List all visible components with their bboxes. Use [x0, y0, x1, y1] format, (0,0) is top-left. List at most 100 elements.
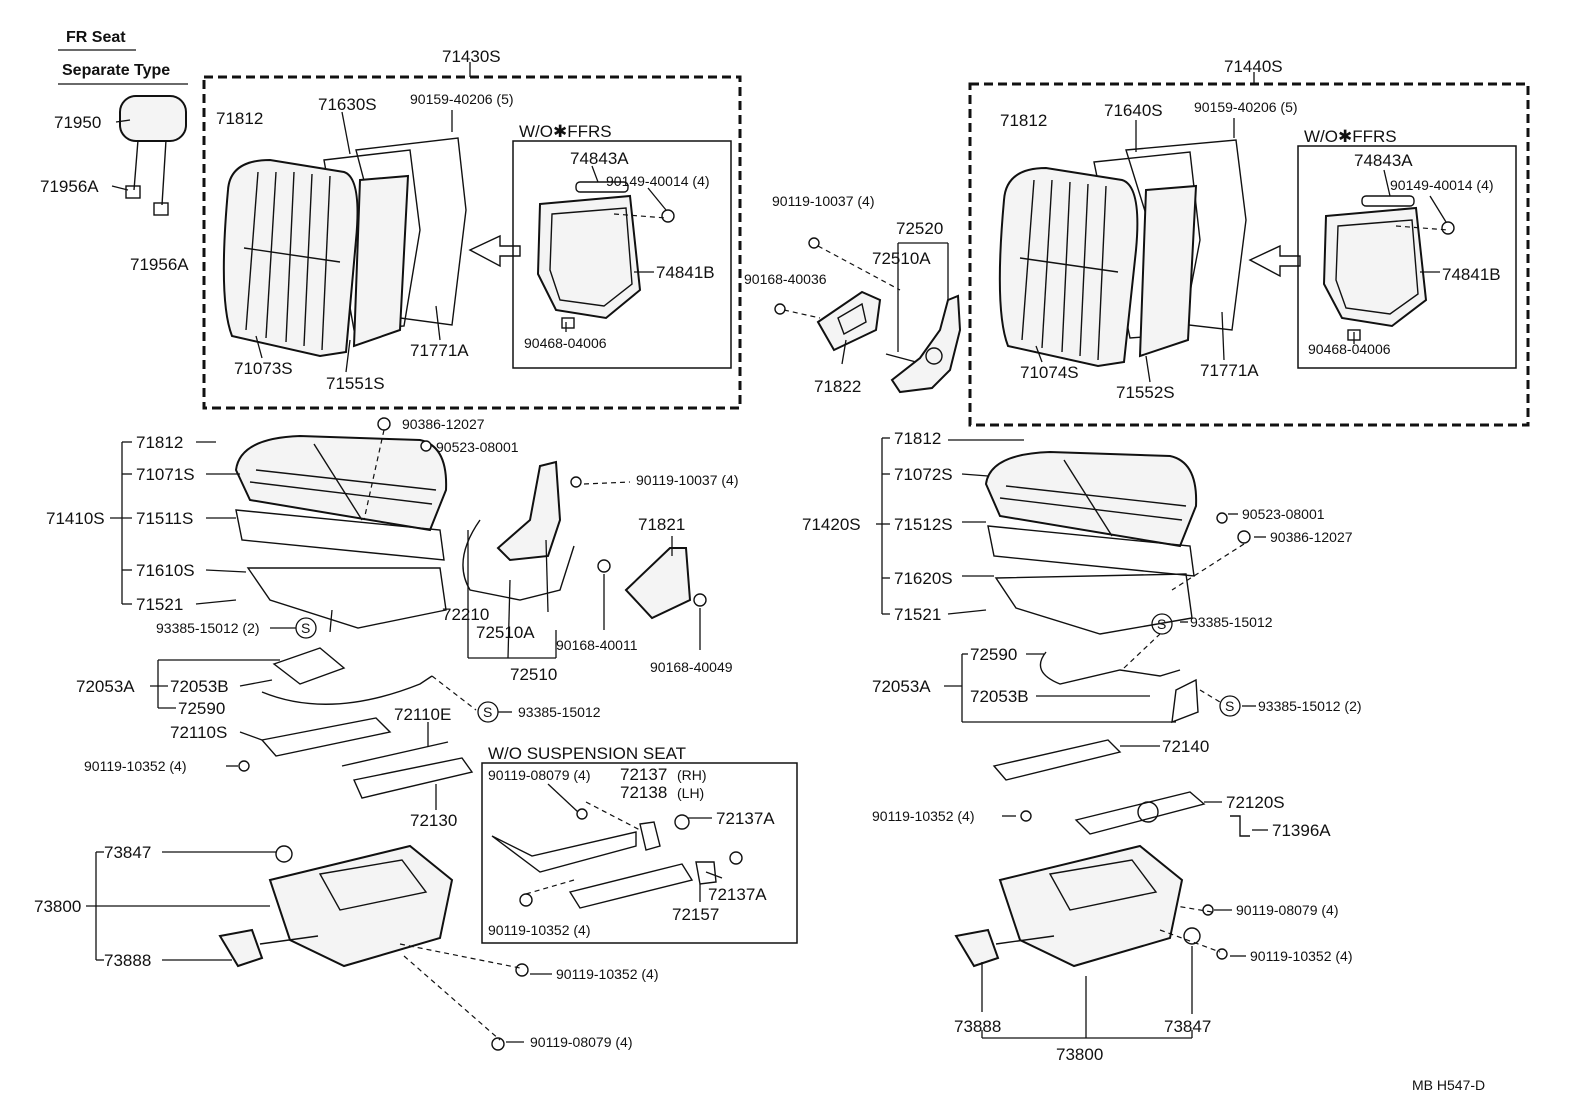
part-label: 72053A	[76, 677, 135, 696]
header-subtitle: Separate Type	[62, 62, 170, 79]
ffrs-frame-left-drawing	[536, 181, 675, 329]
part-label: 72120S	[1226, 793, 1285, 812]
seat-adjuster-right-drawing	[954, 844, 1228, 968]
part-label: 90159-40206 (5)	[410, 91, 514, 107]
part-label: 72140	[1162, 737, 1209, 756]
part-label: (LH)	[677, 785, 704, 801]
part-label: 74841B	[1442, 265, 1501, 284]
part-label: 72137	[620, 765, 667, 784]
part-label: 71521	[136, 595, 183, 614]
seat-adjuster-left-drawing	[218, 844, 529, 1051]
part-label: 71071S	[136, 465, 195, 484]
seatback-right-drawing	[998, 139, 1301, 368]
part-label: 73847	[104, 843, 151, 862]
part-label: 90119-10352 (4)	[872, 808, 974, 824]
part-label: 72130	[410, 811, 457, 830]
part-label: 72590	[178, 699, 225, 718]
part-label: 71812	[216, 109, 263, 128]
part-label: 72157	[672, 905, 719, 924]
part-label: 74843A	[570, 149, 629, 168]
part-label: 71821	[638, 515, 685, 534]
part-label: 71410S	[46, 509, 105, 528]
part-label: 71551S	[326, 374, 385, 393]
recliner-upper-drawing	[774, 237, 962, 394]
s-marker-2: S	[483, 704, 492, 720]
seat-track-left-drawing	[238, 647, 474, 799]
part-label: 90159-40206 (5)	[1194, 99, 1298, 115]
wo-ffrs-box-left	[512, 140, 732, 369]
s-marker-3: S	[1157, 616, 1166, 632]
wo-suspension-label: W/O SUSPENSION SEAT	[488, 744, 686, 763]
part-label: 72590	[970, 645, 1017, 664]
part-label: 90119-10037 (4)	[636, 472, 738, 488]
ffrs-frame-right-drawing	[1322, 195, 1455, 341]
part-label: 72110S	[170, 723, 227, 742]
part-label: 72510	[510, 665, 557, 684]
wo-ffrs-box-right	[1297, 145, 1517, 369]
part-label: 90386-12027	[1270, 529, 1353, 545]
part-label: 90523-08001	[1242, 506, 1325, 522]
s-marker-1: S	[301, 620, 310, 636]
part-label: 90149-40014 (4)	[606, 173, 710, 189]
part-label: 74841B	[656, 263, 715, 282]
part-label: 90149-40014 (4)	[1390, 177, 1494, 193]
part-label: 90119-08079 (4)	[488, 767, 590, 783]
part-label: 71396A	[1272, 821, 1331, 840]
wo-suspension-box	[481, 762, 798, 944]
part-label: 71610S	[136, 561, 195, 580]
part-label: 90119-08079 (4)	[530, 1034, 632, 1050]
part-label: 73888	[104, 951, 151, 970]
part-label: 90468-04006	[1308, 341, 1391, 357]
part-label: 71420S	[802, 515, 861, 534]
part-label: 73888	[954, 1017, 1001, 1036]
header-title: FR Seat	[66, 29, 126, 46]
part-label: 93385-15012 (2)	[1258, 698, 1362, 714]
part-label: 90168-40036	[744, 271, 827, 287]
part-label: 74843A	[1354, 151, 1413, 170]
s-markers: S S S S	[295, 613, 1241, 723]
part-label: 71073S	[234, 359, 293, 378]
seatback-left-drawing	[222, 137, 521, 358]
seat-cushion-left-drawing	[234, 417, 448, 629]
s-marker-4: S	[1225, 698, 1234, 714]
part-label: 93385-15012	[1190, 614, 1273, 630]
part-label: 73847	[1164, 1017, 1211, 1036]
part-label: 72137A	[716, 809, 775, 828]
leader-lines	[86, 62, 1449, 1043]
part-label: 71072S	[894, 465, 953, 484]
part-label: 71822	[814, 377, 861, 396]
part-label: 90168-40049	[650, 659, 733, 675]
part-label: 73800	[34, 897, 81, 916]
part-label: 71630S	[318, 95, 377, 114]
part-label: 72053A	[872, 677, 931, 696]
part-label: 72520	[896, 219, 943, 238]
part-label: 90119-10352 (4)	[556, 966, 658, 982]
part-label: 90119-10352 (4)	[488, 922, 590, 938]
seat-cushion-right-drawing	[984, 450, 1251, 635]
part-label: 72210	[442, 605, 489, 624]
part-label: 71950	[54, 113, 101, 132]
part-drawings	[119, 95, 1455, 1051]
part-label: 71620S	[894, 569, 953, 588]
part-label: 71430S	[442, 47, 501, 66]
part-label: 72053B	[970, 687, 1029, 706]
recliner-lower-left-drawing	[462, 460, 707, 620]
part-label: 73800	[1056, 1045, 1103, 1064]
part-label: 90119-10352 (4)	[1250, 948, 1352, 964]
part-label: 90119-08079 (4)	[1236, 902, 1338, 918]
part-label: 71440S	[1224, 57, 1283, 76]
diagram-header: FR Seat Separate Type	[58, 29, 188, 85]
part-label: 71812	[894, 429, 941, 448]
part-label: 71771A	[410, 341, 469, 360]
seat-track-right-drawing	[992, 651, 1250, 837]
part-label: 71512S	[894, 515, 953, 534]
part-labels: 71430S 71950 71956A 71956A 71812 71630S …	[34, 47, 1501, 1064]
part-label: 93385-15012	[518, 704, 601, 720]
part-label: 71521	[894, 605, 941, 624]
part-label: 72138	[620, 783, 667, 802]
part-label: 90386-12027	[402, 416, 485, 432]
headrest-drawing	[119, 95, 187, 216]
part-label: 90119-10352 (4)	[84, 758, 186, 774]
part-label: 72510A	[476, 623, 535, 642]
